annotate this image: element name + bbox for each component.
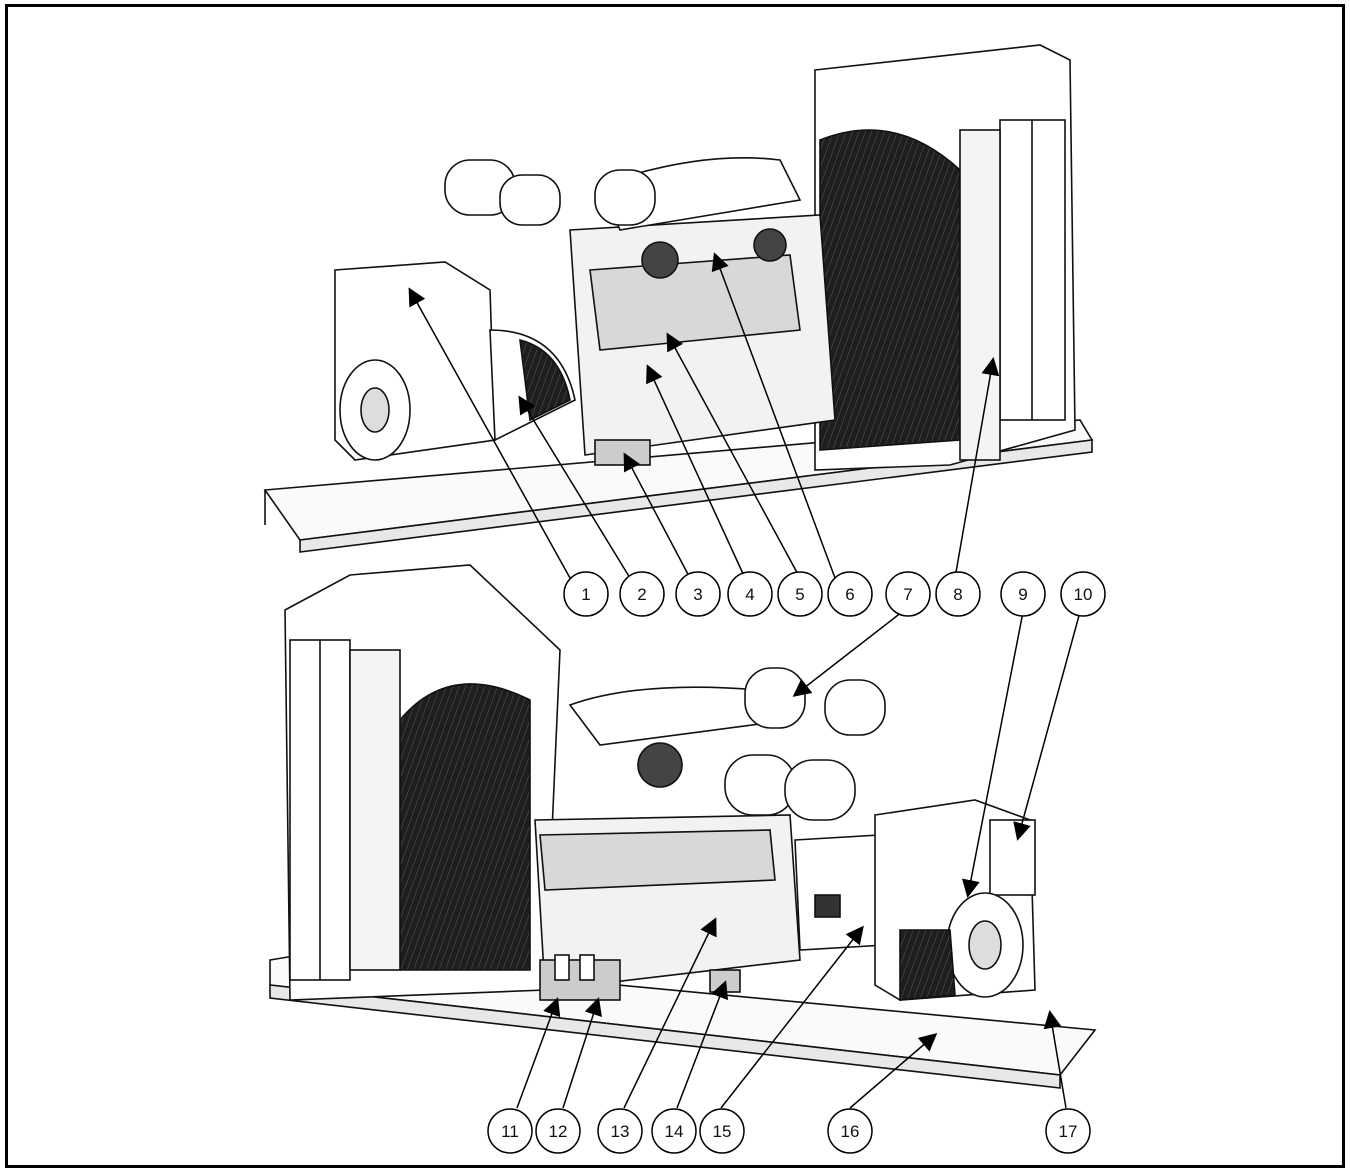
svg-text:11: 11 bbox=[501, 1122, 519, 1141]
callout-9: 9 bbox=[1000, 571, 1046, 617]
leader-10 bbox=[1013, 611, 1081, 841]
callout-14: 14 bbox=[651, 1108, 697, 1154]
callout-7: 7 bbox=[885, 571, 931, 617]
callout-12: 12 bbox=[535, 1108, 581, 1154]
svg-text:15: 15 bbox=[713, 1122, 732, 1141]
svg-text:13: 13 bbox=[611, 1122, 630, 1141]
svg-text:16: 16 bbox=[841, 1122, 860, 1141]
callout-3: 3 bbox=[675, 571, 721, 617]
svg-text:10: 10 bbox=[1074, 585, 1093, 604]
lower-genset-view bbox=[269, 564, 1097, 1089]
leader-1 bbox=[408, 287, 571, 579]
svg-text:1: 1 bbox=[581, 585, 590, 604]
callout-bubbles: 1 2 3 4 5 6 7 8 bbox=[487, 571, 1106, 1154]
leader-12 bbox=[562, 997, 602, 1109]
callout-15: 15 bbox=[699, 1108, 745, 1154]
svg-text:8: 8 bbox=[953, 585, 962, 604]
leader-16 bbox=[849, 1033, 938, 1109]
svg-text:14: 14 bbox=[665, 1122, 684, 1141]
callout-10: 10 bbox=[1060, 571, 1106, 617]
leader-8 bbox=[954, 357, 1000, 579]
leader-13 bbox=[623, 917, 717, 1109]
callout-16: 16 bbox=[827, 1108, 873, 1154]
leader-7 bbox=[792, 611, 903, 697]
leader-2 bbox=[518, 395, 631, 579]
leader-5 bbox=[666, 332, 801, 579]
svg-text:4: 4 bbox=[745, 585, 754, 604]
leader-3 bbox=[623, 452, 691, 579]
callout-4: 4 bbox=[727, 571, 773, 617]
leader-17 bbox=[1043, 1010, 1067, 1109]
svg-text:9: 9 bbox=[1018, 585, 1027, 604]
callout-2: 2 bbox=[619, 571, 665, 617]
leader-11 bbox=[516, 997, 561, 1109]
svg-text:2: 2 bbox=[637, 585, 646, 604]
leader-15 bbox=[720, 925, 864, 1109]
leader-14 bbox=[676, 980, 729, 1109]
callout-5: 5 bbox=[777, 571, 823, 617]
callout-11: 11 bbox=[487, 1108, 533, 1154]
leader-6 bbox=[711, 252, 836, 579]
leader-4 bbox=[646, 364, 746, 579]
callout-8: 8 bbox=[935, 571, 981, 617]
callout-13: 13 bbox=[597, 1108, 643, 1154]
callout-6: 6 bbox=[827, 571, 873, 617]
leader-lines bbox=[408, 252, 1081, 1109]
leader-9 bbox=[962, 611, 1024, 898]
svg-text:17: 17 bbox=[1059, 1122, 1078, 1141]
svg-text:12: 12 bbox=[549, 1122, 568, 1141]
svg-text:5: 5 bbox=[795, 585, 804, 604]
svg-text:3: 3 bbox=[693, 585, 702, 604]
svg-text:7: 7 bbox=[903, 585, 912, 604]
svg-text:6: 6 bbox=[845, 585, 854, 604]
upper-genset-view bbox=[263, 44, 1094, 553]
callout-17: 17 bbox=[1045, 1108, 1091, 1154]
callout-1: 1 bbox=[563, 571, 609, 617]
